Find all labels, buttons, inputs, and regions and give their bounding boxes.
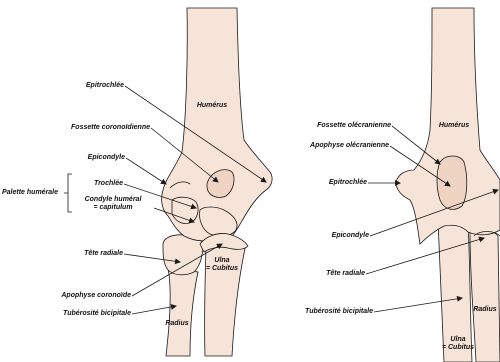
callout-epicondyle [126, 158, 166, 184]
label-radius-right: Radius [470, 306, 500, 314]
anterior-radius-bone [166, 268, 198, 356]
anterior-humerus-bone [162, 8, 272, 241]
anterior-radial-head [163, 235, 203, 275]
posterior-olecranon-fossa [437, 156, 467, 209]
label-ulna-left: Ulna = Cubitus [200, 257, 244, 273]
label-epitrochlee-right: Epitrochlée [310, 179, 367, 187]
label-condyle-humeral: Condyle huméral = capitulum [72, 196, 154, 212]
label-apophyse-coronoide: Apophyse coronoïde [30, 292, 131, 300]
label-ulna-right: Ulna = Cubitus [440, 336, 476, 352]
label-tete-radiale-left: Tête radiale [50, 250, 123, 258]
label-radius-left: Radius [162, 320, 192, 328]
label-fossette-coronoidienne: Fossette coronoïdienne [20, 124, 150, 132]
label-apophyse-olecranienne: Apophyse olécranienne [280, 142, 389, 150]
label-tuberosite-bicipitale-left: Tubérosité bicipitale [20, 310, 131, 318]
label-palette-humerale: Palette humérale [2, 189, 64, 197]
label-tuberosite-bicipitale-right: Tubérosité bicipitale [290, 308, 373, 316]
anterior-view [162, 8, 272, 356]
palette-bracket [64, 174, 72, 212]
label-epicondyle-right: Epicondyle [310, 232, 369, 240]
label-humerus-left: Humérus [192, 102, 232, 110]
label-humerus-right: Humérus [433, 122, 475, 130]
label-trochlee: Trochlée [74, 180, 123, 188]
label-fossette-olecranienne: Fossette olécranienne [280, 122, 391, 130]
label-epitrochlee-left: Epitrochlée [40, 82, 124, 90]
label-tete-radiale-right: Tête radiale [310, 270, 365, 278]
label-epicondyle-left: Epicondyle [50, 154, 125, 162]
